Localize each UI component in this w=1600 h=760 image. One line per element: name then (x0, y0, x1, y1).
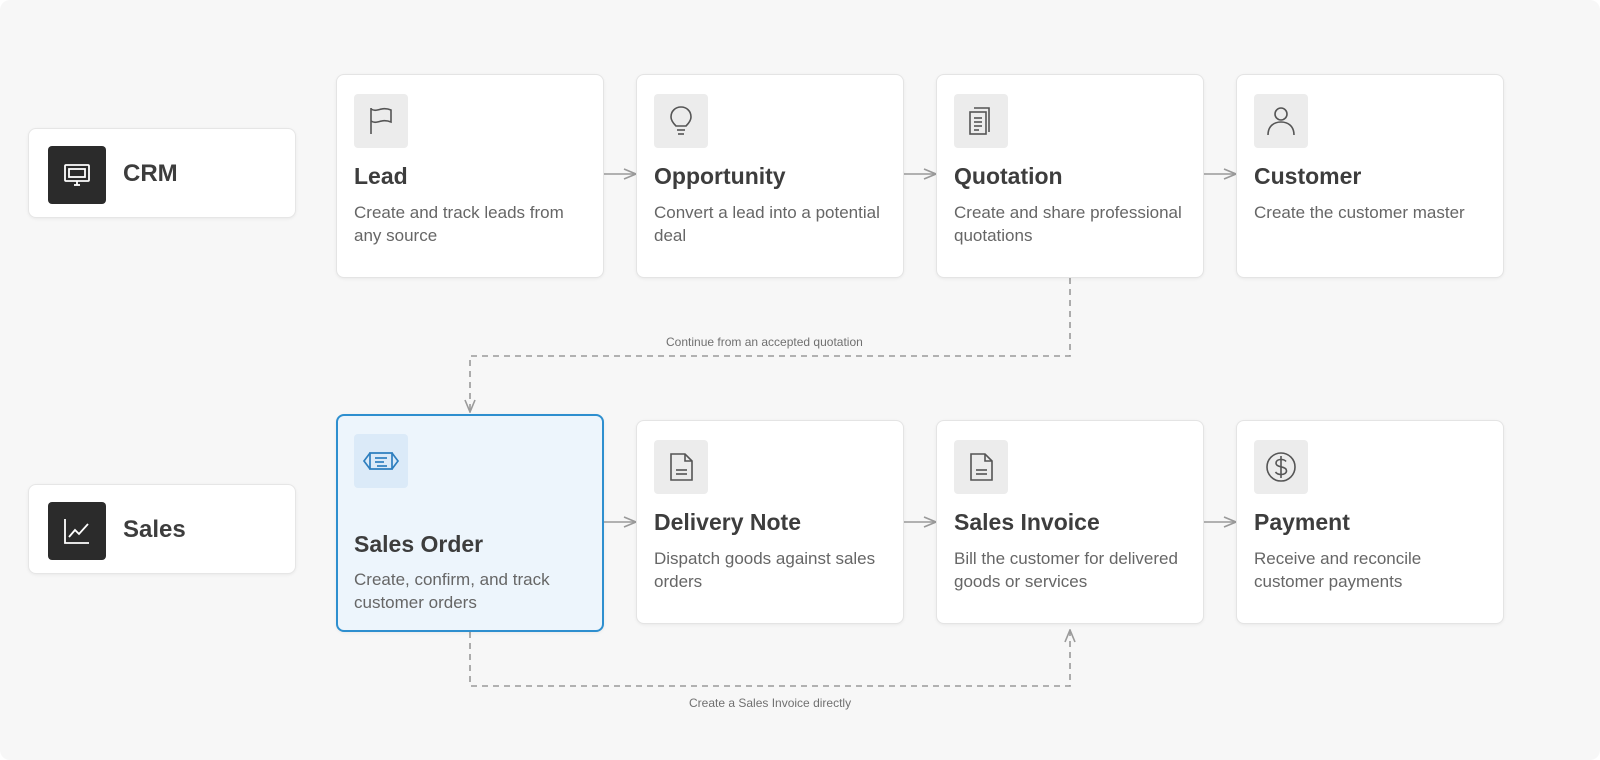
module-crm[interactable]: CRM (28, 128, 296, 218)
card-opportunity[interactable]: Opportunity Convert a lead into a potent… (636, 74, 904, 278)
card-title: Opportunity (654, 163, 786, 189)
edge-label-salesorder-to-invoice: Create a Sales Invoice directly (689, 696, 852, 710)
card-customer[interactable]: Customer Create the customer master (1236, 74, 1504, 278)
card-title: Quotation (954, 163, 1063, 189)
document-icon (954, 440, 1008, 494)
card-lead[interactable]: Lead Create and track leads from any sou… (336, 74, 604, 278)
card-title: Payment (1254, 509, 1350, 535)
card-description: Receive and reconcile customer payments (1254, 549, 1422, 591)
card-title: Delivery Note (654, 509, 802, 535)
card-description: Bill the customer for delivered goods or… (954, 549, 1178, 591)
card-description: Dispatch goods against sales orders (654, 549, 876, 591)
card-quotation[interactable]: Quotation Create and share professional … (936, 74, 1204, 278)
chart-line-icon (48, 502, 106, 560)
document-icon (654, 440, 708, 494)
dashed-salesorder-to-invoice (469, 630, 1070, 687)
card-description: Convert a lead into a potential deal (654, 203, 880, 245)
edge-label-quotation-to-salesorder: Continue from an accepted quotation (666, 335, 863, 349)
card-title: Customer (1254, 163, 1362, 189)
dollar-circle-icon (1254, 440, 1308, 494)
card-description: Create and share professional quotations (954, 203, 1182, 245)
card-delivery-note[interactable]: Delivery Note Dispatch goods against sal… (636, 420, 904, 624)
flag-icon (354, 94, 408, 148)
card-title: Lead (354, 163, 408, 189)
documents-icon (954, 94, 1008, 148)
card-description: Create, confirm, and track customer orde… (354, 570, 550, 612)
card-sales-invoice[interactable]: Sales Invoice Bill the customer for deli… (936, 420, 1204, 624)
module-sales[interactable]: Sales (28, 484, 296, 574)
lightbulb-icon (654, 94, 708, 148)
card-payment[interactable]: Payment Receive and reconcile customer p… (1236, 420, 1504, 624)
monitor-icon (48, 146, 106, 204)
card-description: Create and track leads from any source (354, 203, 564, 245)
module-label: Sales (123, 516, 186, 543)
user-icon (1254, 94, 1308, 148)
card-sales-order[interactable]: Sales Order Create, confirm, and track c… (336, 414, 604, 632)
card-title: Sales Order (354, 531, 484, 557)
card-title: Sales Invoice (954, 509, 1100, 535)
module-label: CRM (123, 160, 178, 187)
dashed-quotation-to-salesorder (470, 278, 1071, 412)
card-description: Create the customer master (1254, 203, 1465, 222)
sales-order-icon (354, 434, 408, 488)
